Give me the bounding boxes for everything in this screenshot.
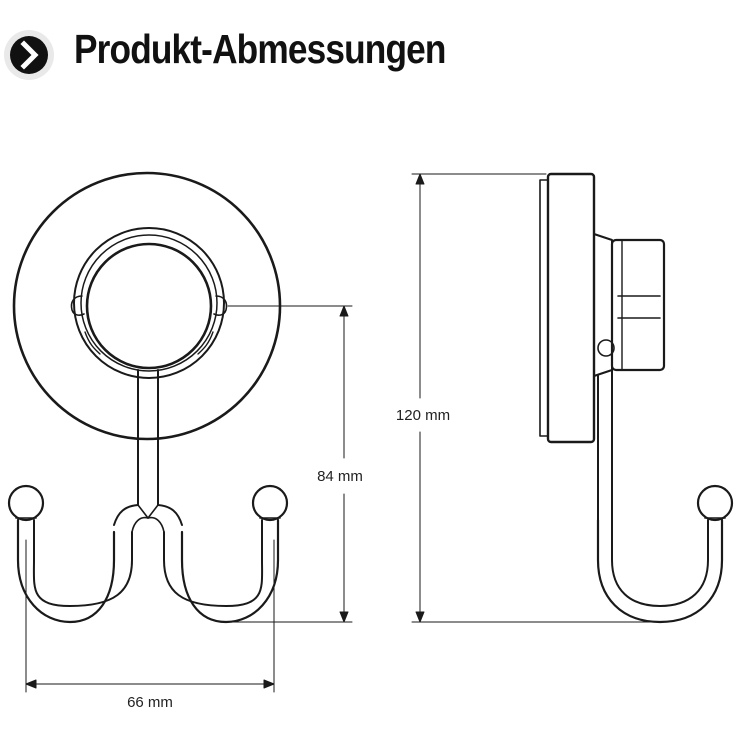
chevron-right-icon xyxy=(4,30,54,80)
total-height-label: 120 mm xyxy=(396,407,450,424)
front-view xyxy=(7,171,289,624)
side-view xyxy=(539,172,734,624)
hook-height-label: 84 mm xyxy=(317,468,363,485)
header: Produkt-Abmessungen xyxy=(0,0,736,110)
width-label: 66 mm xyxy=(127,694,173,711)
page-title: Produkt-Abmessungen xyxy=(74,26,446,72)
dimension-lines xyxy=(25,173,661,693)
